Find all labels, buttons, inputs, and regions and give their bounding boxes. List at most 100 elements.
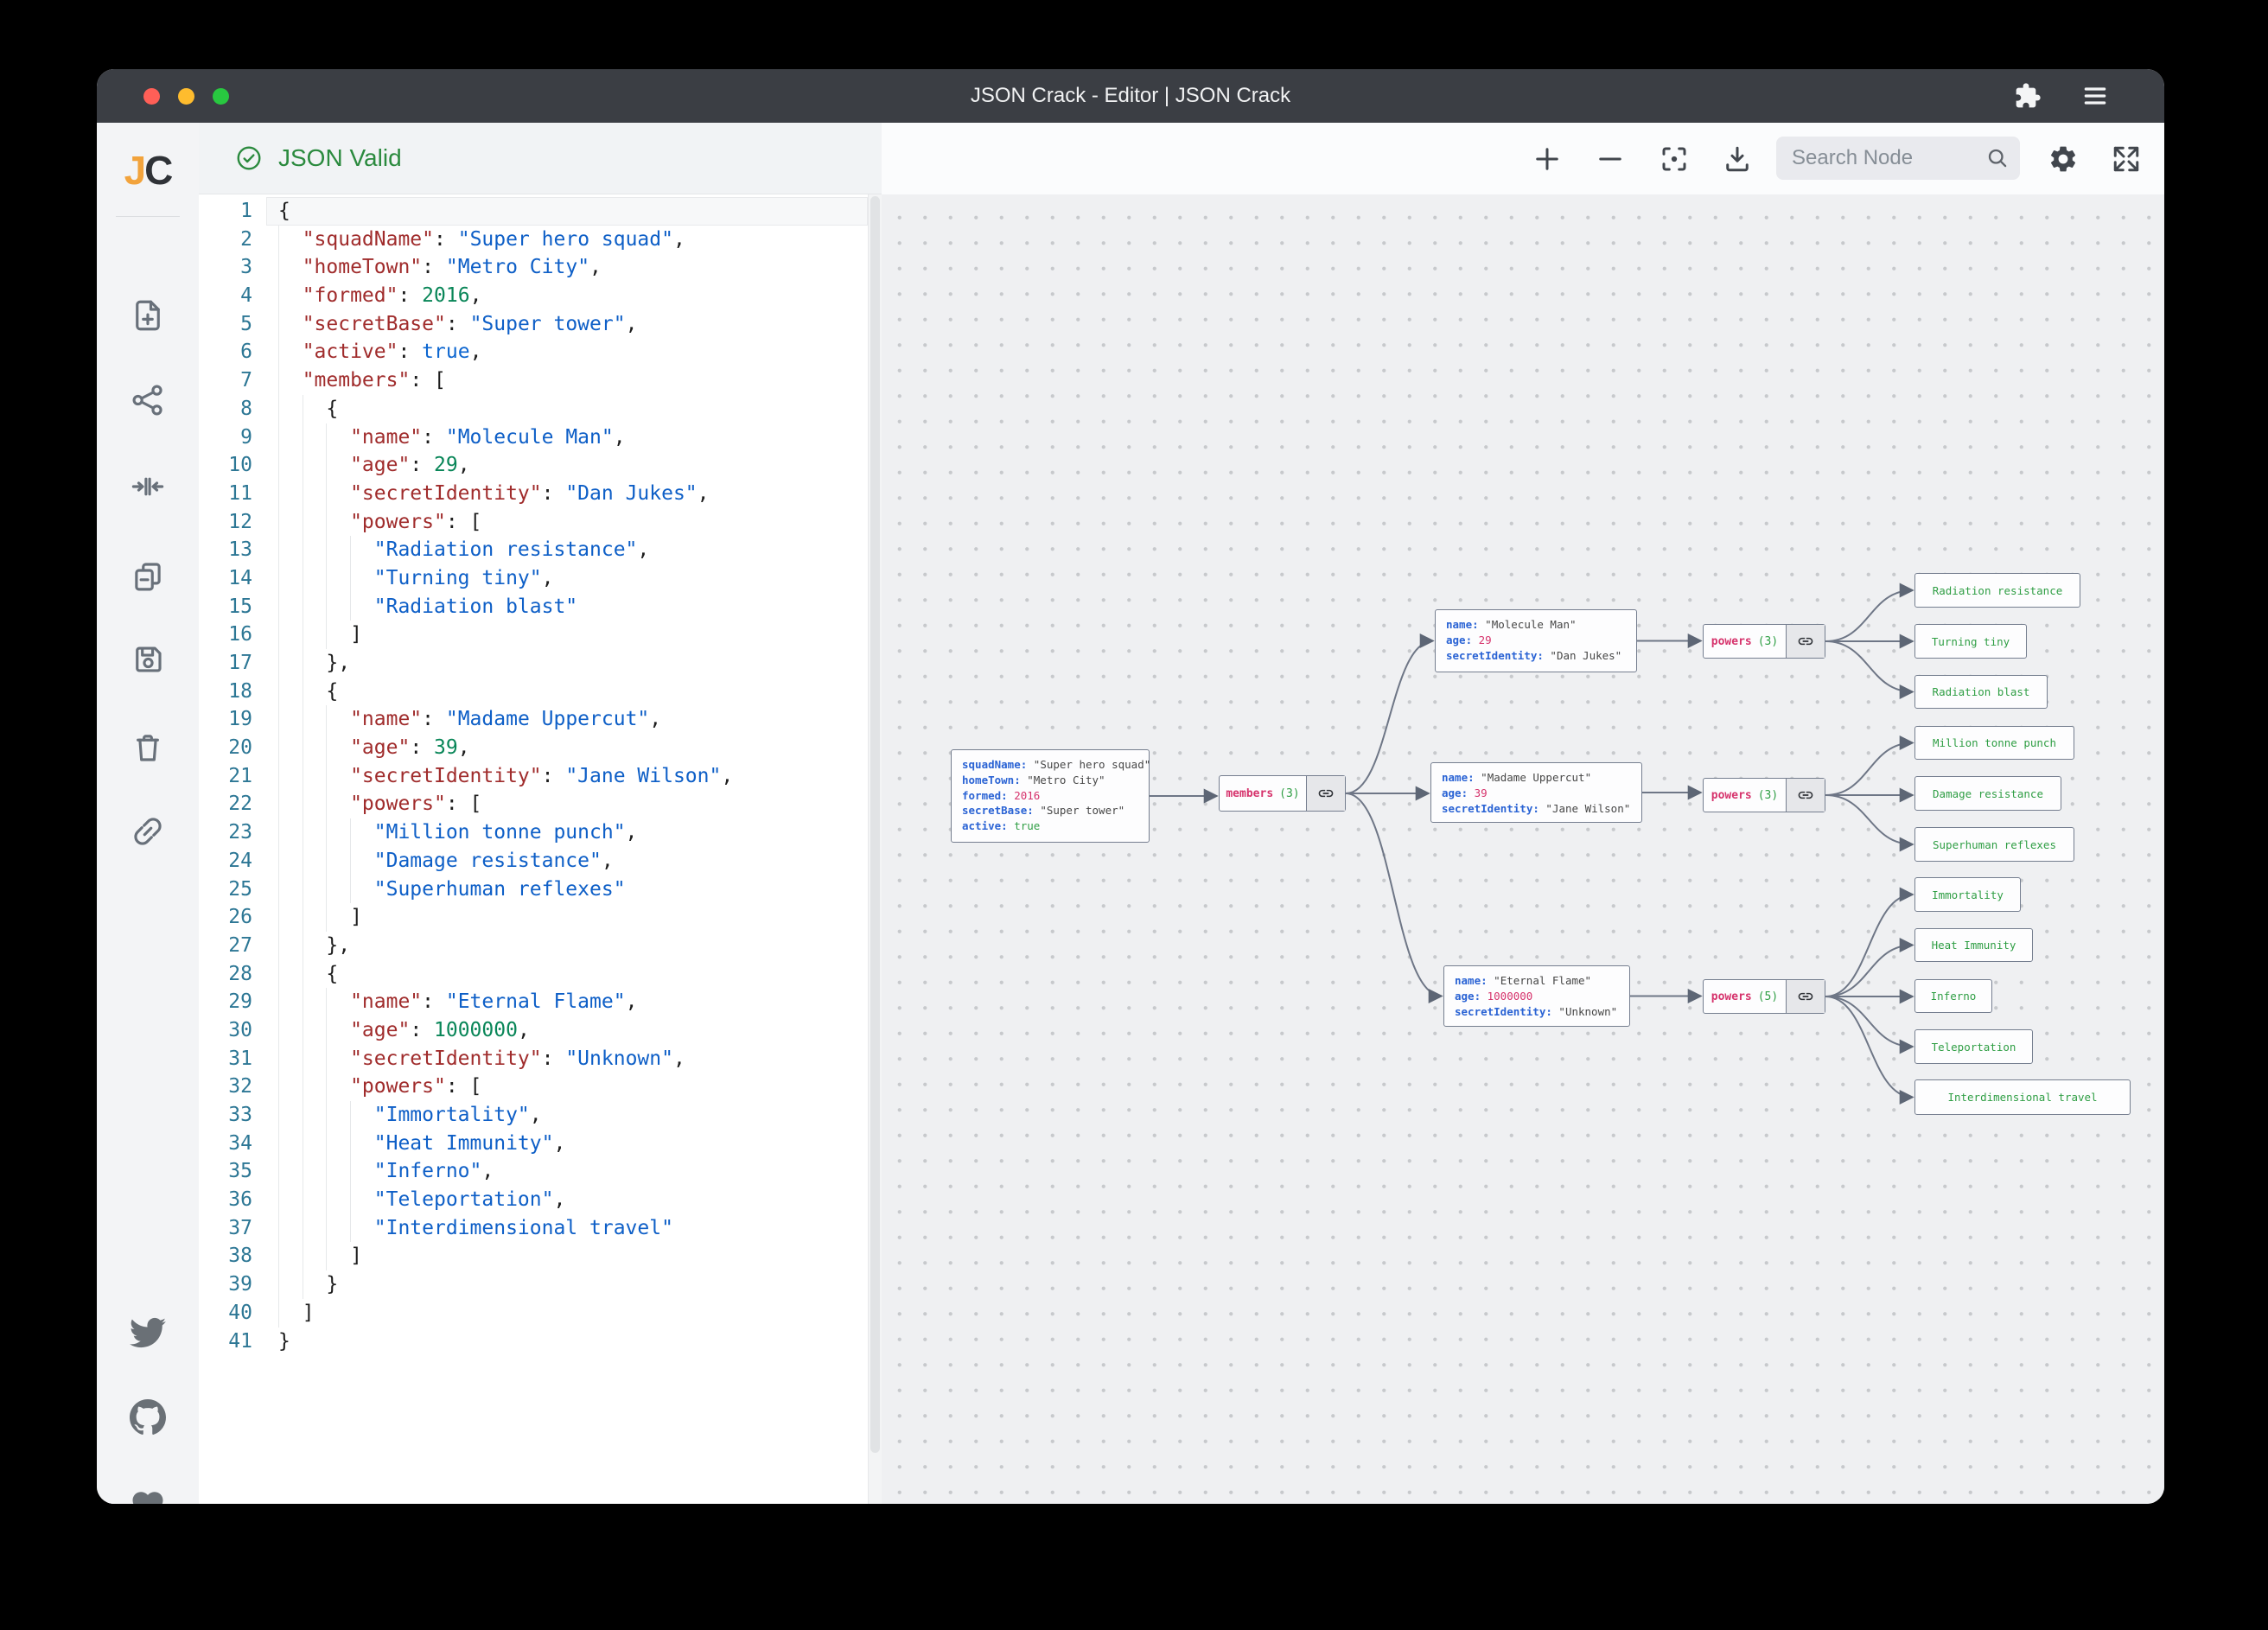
fullscreen-icon[interactable] [2111, 143, 2142, 175]
search-icon[interactable] [1985, 146, 2010, 170]
editor-line[interactable]: 15 "Radiation blast" [199, 592, 882, 621]
line-number: 33 [228, 1104, 252, 1126]
line-number: 21 [228, 764, 252, 787]
editor-line[interactable]: 12 "powers": [ [199, 507, 882, 537]
twitter-icon[interactable] [130, 1315, 166, 1351]
editor-line[interactable]: 18 { [199, 677, 882, 706]
editor-line[interactable]: 10 "age": 29, [199, 451, 882, 480]
collapse-icon[interactable] [130, 468, 166, 505]
graph-node-l5[interactable]: Damage resistance [1914, 776, 2061, 811]
editor-line[interactable]: 11 "secretIdentity": "Dan Jukes", [199, 479, 882, 508]
editor-line[interactable]: 9 "name": "Molecule Man", [199, 423, 882, 452]
copy-icon[interactable] [130, 558, 166, 595]
graph-node-l7[interactable]: Immortality [1914, 877, 2021, 912]
line-number: 37 [228, 1216, 252, 1239]
editor-line[interactable]: 17 }, [199, 649, 882, 678]
expand-link-icon[interactable] [1306, 776, 1345, 811]
graph-node-l6[interactable]: Superhuman reflexes [1914, 827, 2074, 862]
share-graph-icon[interactable] [130, 382, 166, 418]
delete-icon[interactable] [130, 729, 166, 766]
graph-node-l10[interactable]: Teleportation [1914, 1029, 2033, 1064]
zoom-out-icon[interactable] [1595, 143, 1626, 175]
editor-line[interactable]: 6 "active": true, [199, 338, 882, 367]
editor-line[interactable]: 21 "secretIdentity": "Jane Wilson", [199, 761, 882, 791]
editor-line[interactable]: 28 { [199, 959, 882, 989]
graph-node-p2[interactable]: powers(3) [1703, 778, 1825, 812]
graph-node-l9[interactable]: Inferno [1914, 979, 1992, 1013]
graph-node-l1[interactable]: Radiation resistance [1914, 573, 2080, 608]
search-node-input[interactable] [1776, 137, 2020, 180]
editor-line[interactable]: 31 "secretIdentity": "Unknown", [199, 1044, 882, 1073]
link-icon[interactable] [130, 813, 166, 850]
editor-line[interactable]: 1{ [199, 197, 882, 226]
center-focus-icon[interactable] [1659, 143, 1690, 175]
graph-node-l4[interactable]: Million tonne punch [1914, 726, 2074, 760]
editor-line[interactable]: 39 } [199, 1270, 882, 1299]
graph-canvas[interactable]: squadName: "Super hero squad"homeTown: "… [882, 194, 2164, 1504]
editor-line[interactable]: 25 "Superhuman reflexes" [199, 875, 882, 904]
editor-line[interactable]: 26 ] [199, 903, 882, 932]
editor-line[interactable]: 20 "age": 39, [199, 734, 882, 762]
editor-line[interactable]: 22 "powers": [ [199, 790, 882, 819]
minimize-button[interactable] [178, 88, 194, 105]
editor-line[interactable]: 34 "Heat Immunity", [199, 1129, 882, 1158]
github-icon[interactable] [130, 1399, 166, 1436]
expand-link-icon[interactable] [1786, 980, 1825, 1013]
editor-line[interactable]: 19 "name": "Madame Uppercut", [199, 705, 882, 735]
editor-line[interactable]: 24 "Damage resistance", [199, 846, 882, 875]
zoom-in-icon[interactable] [1532, 143, 1563, 175]
editor-line[interactable]: 40 ] [199, 1298, 882, 1328]
graph-node-p3[interactable]: powers(5) [1703, 979, 1825, 1014]
save-icon[interactable] [130, 641, 166, 678]
graph-node-p1[interactable]: powers(3) [1703, 624, 1825, 659]
graph-node-l2[interactable]: Turning tiny [1914, 624, 2027, 659]
sponsor-heart-icon[interactable] [130, 1487, 166, 1504]
zoom-button[interactable] [213, 88, 229, 105]
line-number: 26 [228, 906, 252, 929]
editor-line[interactable]: 2 "squadName": "Super hero squad", [199, 225, 882, 254]
editor-line[interactable]: 8 { [199, 394, 882, 423]
valid-check-icon [237, 146, 261, 170]
new-document-icon[interactable] [130, 297, 166, 334]
menu-icon[interactable] [2081, 82, 2109, 110]
expand-link-icon[interactable] [1786, 779, 1825, 812]
graph-node-root[interactable]: squadName: "Super hero squad"homeTown: "… [951, 749, 1150, 843]
editor-line[interactable]: 35 "Inferno", [199, 1157, 882, 1187]
editor-scrollbar[interactable] [868, 194, 882, 1504]
editor-line[interactable]: 3 "homeTown": "Metro City", [199, 253, 882, 283]
graph-node-l11[interactable]: Interdimensional travel [1914, 1079, 2131, 1115]
graph-node-members[interactable]: members(3) [1219, 775, 1346, 812]
editor-line[interactable]: 27 }, [199, 931, 882, 960]
editor-line[interactable]: 14 "Turning tiny", [199, 563, 882, 593]
line-number: 6 [240, 341, 252, 364]
code-editor[interactable]: 1{2 "squadName": "Super hero squad",3 "h… [199, 194, 882, 1504]
editor-line[interactable]: 37 "Interdimensional travel" [199, 1213, 882, 1243]
graph-node-l3[interactable]: Radiation blast [1914, 675, 2048, 709]
extension-puzzle-icon[interactable] [2014, 82, 2042, 110]
editor-line[interactable]: 30 "age": 1000000, [199, 1016, 882, 1045]
search-node-box [1776, 137, 2020, 180]
editor-line[interactable]: 29 "name": "Eternal Flame", [199, 988, 882, 1016]
editor-line[interactable]: 23 "Million tonne punch", [199, 818, 882, 847]
line-number: 4 [240, 284, 252, 308]
window-title: JSON Crack - Editor | JSON Crack [970, 84, 1291, 107]
close-button[interactable] [143, 88, 160, 105]
editor-line[interactable]: 7 "members": [ [199, 366, 882, 395]
settings-gear-icon[interactable] [2048, 143, 2079, 175]
editor-line[interactable]: 16 ] [199, 621, 882, 650]
editor-line[interactable]: 36 "Teleportation", [199, 1186, 882, 1214]
editor-line[interactable]: 38 ] [199, 1242, 882, 1271]
expand-link-icon[interactable] [1786, 625, 1825, 658]
editor-line[interactable]: 4 "formed": 2016, [199, 282, 882, 310]
editor-line[interactable]: 33 "Immortality", [199, 1101, 882, 1130]
download-icon[interactable] [1722, 143, 1753, 175]
editor-line[interactable]: 13 "Radiation resistance", [199, 536, 882, 564]
editor-line[interactable]: 41} [199, 1328, 882, 1356]
jsoncrack-logo[interactable]: JC [124, 148, 174, 193]
editor-line[interactable]: 5 "secretBase": "Super tower", [199, 309, 882, 339]
editor-line[interactable]: 32 "powers": [ [199, 1073, 882, 1102]
graph-node-l8[interactable]: Heat Immunity [1914, 928, 2033, 962]
